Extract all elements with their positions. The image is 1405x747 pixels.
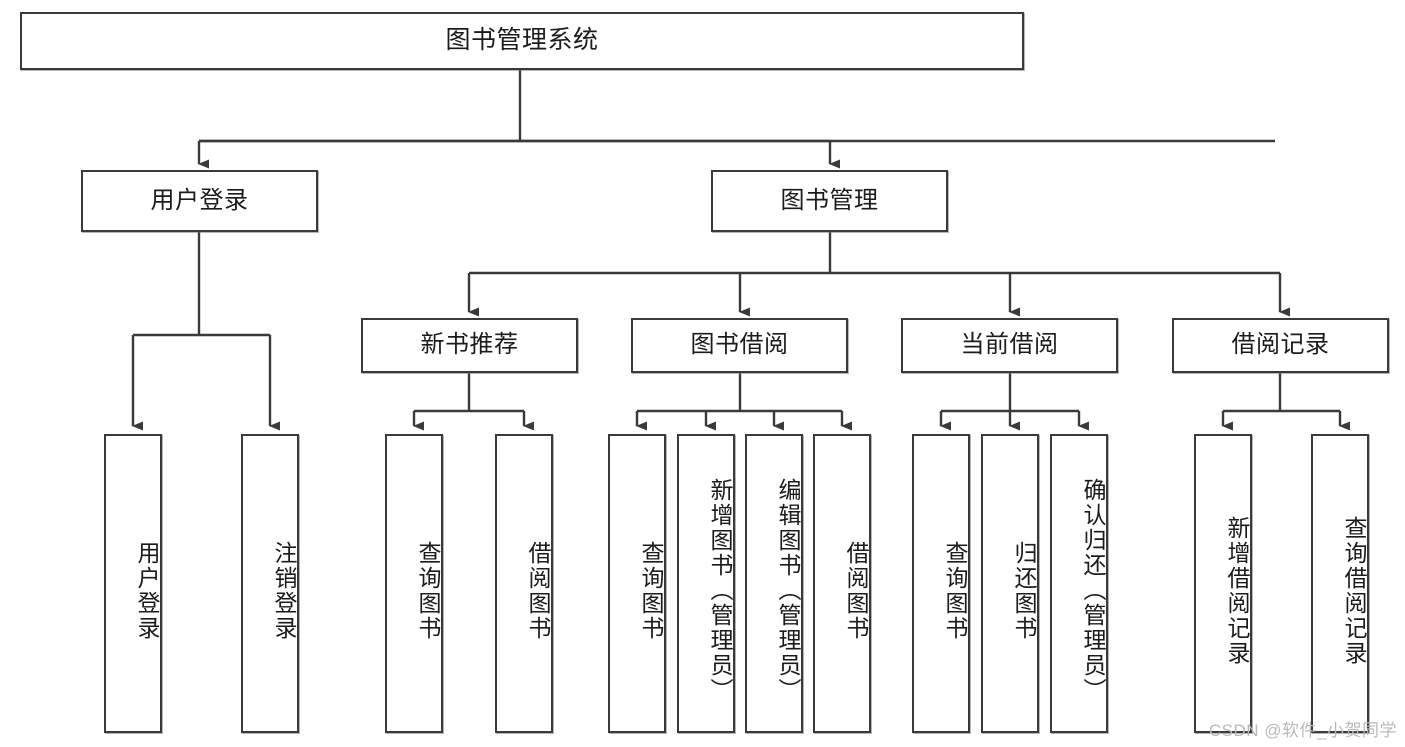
node-book-management[interactable]: 图书管理 [711, 170, 948, 232]
leaf-query-book-recommend[interactable]: 查询图书 [385, 434, 443, 733]
leaf-user-login[interactable]: 用户登录 [104, 434, 162, 733]
node-label: 图书管理 [780, 186, 879, 214]
node-book-borrow[interactable]: 图书借阅 [631, 318, 848, 373]
leaf-query-book-borrow[interactable]: 查询图书 [608, 434, 666, 733]
node-label: 用户登录 [134, 540, 160, 641]
node-current-borrow[interactable]: 当前借阅 [901, 318, 1118, 373]
leaf-add-borrow-record[interactable]: 新增借阅记录 [1194, 434, 1252, 733]
node-label: 注销登录 [271, 540, 297, 641]
leaf-return-book[interactable]: 归还图书 [981, 434, 1039, 733]
leaf-edit-book-admin[interactable]: 编辑图书（管理员） [745, 434, 803, 733]
node-label: 借阅图书 [525, 540, 551, 641]
node-label: 查询图书 [638, 540, 664, 641]
node-label: 借阅图书 [843, 540, 869, 641]
node-new-book-recommend[interactable]: 新书推荐 [361, 318, 578, 373]
node-user-login[interactable]: 用户登录 [81, 170, 318, 232]
leaf-query-borrow-record[interactable]: 查询借阅记录 [1311, 434, 1369, 733]
node-label: 图书借阅 [690, 331, 789, 359]
node-label: 用户登录 [150, 186, 249, 214]
node-label: 新增图书（管理员） [707, 478, 733, 703]
node-root-book-management-system[interactable]: 图书管理系统 [20, 12, 1024, 70]
leaf-borrow-book[interactable]: 借阅图书 [813, 434, 871, 733]
leaf-query-book-current[interactable]: 查询图书 [912, 434, 970, 733]
node-label: 查询图书 [415, 540, 441, 641]
node-label: 当前借阅 [960, 331, 1059, 359]
node-label: 新书推荐 [420, 331, 519, 359]
node-label: 编辑图书（管理员） [775, 478, 801, 703]
csdn-watermark: CSDN @软件_小贺同学 [1208, 721, 1397, 740]
node-label: 确认归还（管理员） [1080, 478, 1106, 703]
node-label: 查询图书 [942, 540, 968, 641]
node-borrow-record[interactable]: 借阅记录 [1172, 318, 1389, 373]
node-label: 归还图书 [1011, 540, 1037, 641]
leaf-borrow-book-recommend[interactable]: 借阅图书 [495, 434, 553, 733]
node-label: 新增借阅记录 [1224, 515, 1250, 666]
node-label: 借阅记录 [1231, 331, 1330, 359]
leaf-logout-login[interactable]: 注销登录 [241, 434, 299, 733]
leaf-confirm-return-admin[interactable]: 确认归还（管理员） [1050, 434, 1108, 733]
leaf-add-book-admin[interactable]: 新增图书（管理员） [677, 434, 735, 733]
node-label: 查询借阅记录 [1341, 515, 1367, 666]
node-label: 图书管理系统 [445, 26, 599, 55]
